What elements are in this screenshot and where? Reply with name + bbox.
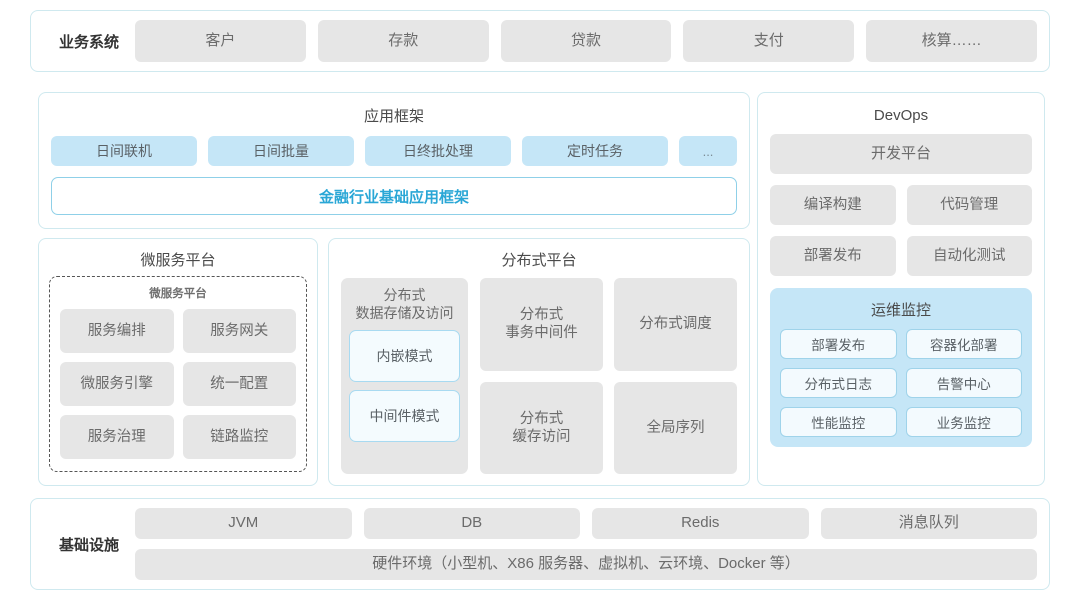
distributed-platform-title: 分布式平台: [501, 252, 577, 269]
infrastructure-items: JVM DB Redis 消息队列: [135, 508, 1037, 539]
app-framework-tag-more[interactable]: ...: [679, 136, 737, 166]
distributed-items: 分布式 事务中间件 分布式调度 分布式 缓存访问 全局序列: [480, 278, 737, 474]
business-item-deposit[interactable]: 存款: [317, 20, 489, 62]
business-system-items: 客户 存款 贷款 支付 核算……: [135, 20, 1037, 62]
infrastructure-label: 基础设施: [58, 536, 119, 554]
infrastructure-body: JVM DB Redis 消息队列 硬件环境（小型机、X86 服务器、虚拟机、云…: [135, 508, 1037, 580]
ops-item-business-monitor[interactable]: 业务监控: [905, 407, 1022, 437]
distributed-item-scheduling[interactable]: 分布式调度: [614, 278, 737, 371]
distributed-platform-body: 分布式 数据存储及访问 内嵌模式 中间件模式 分布式 事务中间件 分布式调度 分…: [341, 278, 737, 474]
app-framework-tag-eod-batch[interactable]: 日终批处理: [365, 136, 511, 166]
distributed-storage-group: 分布式 数据存储及访问 内嵌模式 中间件模式: [341, 278, 468, 474]
business-system-label: 业务系统: [58, 33, 119, 51]
microservice-item-trace-monitor[interactable]: 链路监控: [182, 415, 296, 459]
app-framework-tag-daytime-batch[interactable]: 日间批量: [208, 136, 354, 166]
devops-items: 编译构建 代码管理 部署发布 自动化测试: [770, 185, 1032, 276]
microservice-platform-title: 微服务平台: [140, 252, 216, 269]
devops-item-automated-test[interactable]: 自动化测试: [906, 236, 1032, 276]
microservice-item-gateway[interactable]: 服务网关: [182, 309, 296, 353]
ops-item-distributed-log[interactable]: 分布式日志: [780, 368, 897, 398]
devops-item-compile-build[interactable]: 编译构建: [770, 185, 896, 225]
ops-item-alert-center[interactable]: 告警中心: [905, 368, 1022, 398]
app-framework-tags: 日间联机 日间批量 日终批处理 定时任务 ...: [51, 136, 737, 166]
business-item-loan[interactable]: 贷款: [500, 20, 672, 62]
microservice-item-governance[interactable]: 服务治理: [60, 415, 174, 459]
ops-monitor-group: 运维监控 部署发布 容器化部署 分布式日志 告警中心 性能监控 业务监控: [770, 288, 1032, 447]
devops-item-dev-platform[interactable]: 开发平台: [770, 134, 1032, 174]
microservice-item-orchestration[interactable]: 服务编排: [60, 309, 174, 353]
distributed-storage-mode-embedded[interactable]: 内嵌模式: [349, 330, 460, 383]
business-item-accounting[interactable]: 核算……: [866, 20, 1037, 62]
ops-item-performance-monitor[interactable]: 性能监控: [780, 407, 897, 437]
ops-monitor-title: 运维监控: [870, 302, 931, 319]
devops-panel: DevOps 开发平台 编译构建 代码管理 部署发布 自动化测试 运维监控 部署…: [757, 92, 1045, 486]
infrastructure-item-redis[interactable]: Redis: [592, 508, 809, 539]
microservice-platform-panel: 微服务平台 微服务平台 服务编排 服务网关 微服务引擎 统一配置 服务治理 链路…: [38, 238, 318, 486]
infrastructure-hardware-environment[interactable]: 硬件环境（小型机、X86 服务器、虚拟机、云环境、Docker 等）: [135, 549, 1037, 580]
devops-title: DevOps: [873, 107, 929, 124]
distributed-storage-title: 分布式 数据存储及访问: [355, 287, 454, 322]
distributed-platform-panel: 分布式平台 分布式 数据存储及访问 内嵌模式 中间件模式 分布式 事务中间件 分…: [328, 238, 750, 486]
business-item-payment[interactable]: 支付: [683, 20, 855, 62]
distributed-item-transaction-middleware[interactable]: 分布式 事务中间件: [480, 278, 603, 371]
business-item-customer[interactable]: 客户: [135, 20, 306, 62]
business-system-panel: 业务系统 客户 存款 贷款 支付 核算……: [30, 10, 1050, 72]
infrastructure-item-jvm[interactable]: JVM: [135, 508, 352, 539]
microservice-items: 服务编排 服务网关 微服务引擎 统一配置 服务治理 链路监控: [60, 309, 296, 459]
ops-item-containerized-deploy[interactable]: 容器化部署: [905, 329, 1022, 359]
devops-item-deploy-release[interactable]: 部署发布: [770, 236, 896, 276]
microservice-item-engine[interactable]: 微服务引擎: [60, 362, 174, 406]
app-framework-tag-scheduled-task[interactable]: 定时任务: [522, 136, 668, 166]
microservice-dashed-group: 微服务平台 服务编排 服务网关 微服务引擎 统一配置 服务治理 链路监控: [49, 276, 307, 472]
app-framework-panel: 应用框架 日间联机 日间批量 日终批处理 定时任务 ... 金融行业基础应用框架: [38, 92, 750, 229]
distributed-item-global-sequence[interactable]: 全局序列: [614, 381, 737, 474]
base-application-framework[interactable]: 金融行业基础应用框架: [51, 177, 737, 215]
ops-monitor-items: 部署发布 容器化部署 分布式日志 告警中心 性能监控 业务监控: [780, 329, 1022, 437]
infrastructure-item-db[interactable]: DB: [363, 508, 580, 539]
infrastructure-item-message-queue[interactable]: 消息队列: [820, 508, 1037, 539]
distributed-storage-mode-middleware[interactable]: 中间件模式: [349, 390, 460, 443]
infrastructure-panel: 基础设施 JVM DB Redis 消息队列 硬件环境（小型机、X86 服务器、…: [30, 498, 1050, 590]
app-framework-tag-daytime-online[interactable]: 日间联机: [51, 136, 197, 166]
microservice-inner-title: 微服务平台: [149, 288, 207, 300]
app-framework-title: 应用框架: [363, 108, 424, 125]
ops-item-deploy-release[interactable]: 部署发布: [780, 329, 897, 359]
microservice-item-unified-config[interactable]: 统一配置: [182, 362, 296, 406]
distributed-item-cache-access[interactable]: 分布式 缓存访问: [480, 381, 603, 474]
devops-item-code-management[interactable]: 代码管理: [906, 185, 1032, 225]
